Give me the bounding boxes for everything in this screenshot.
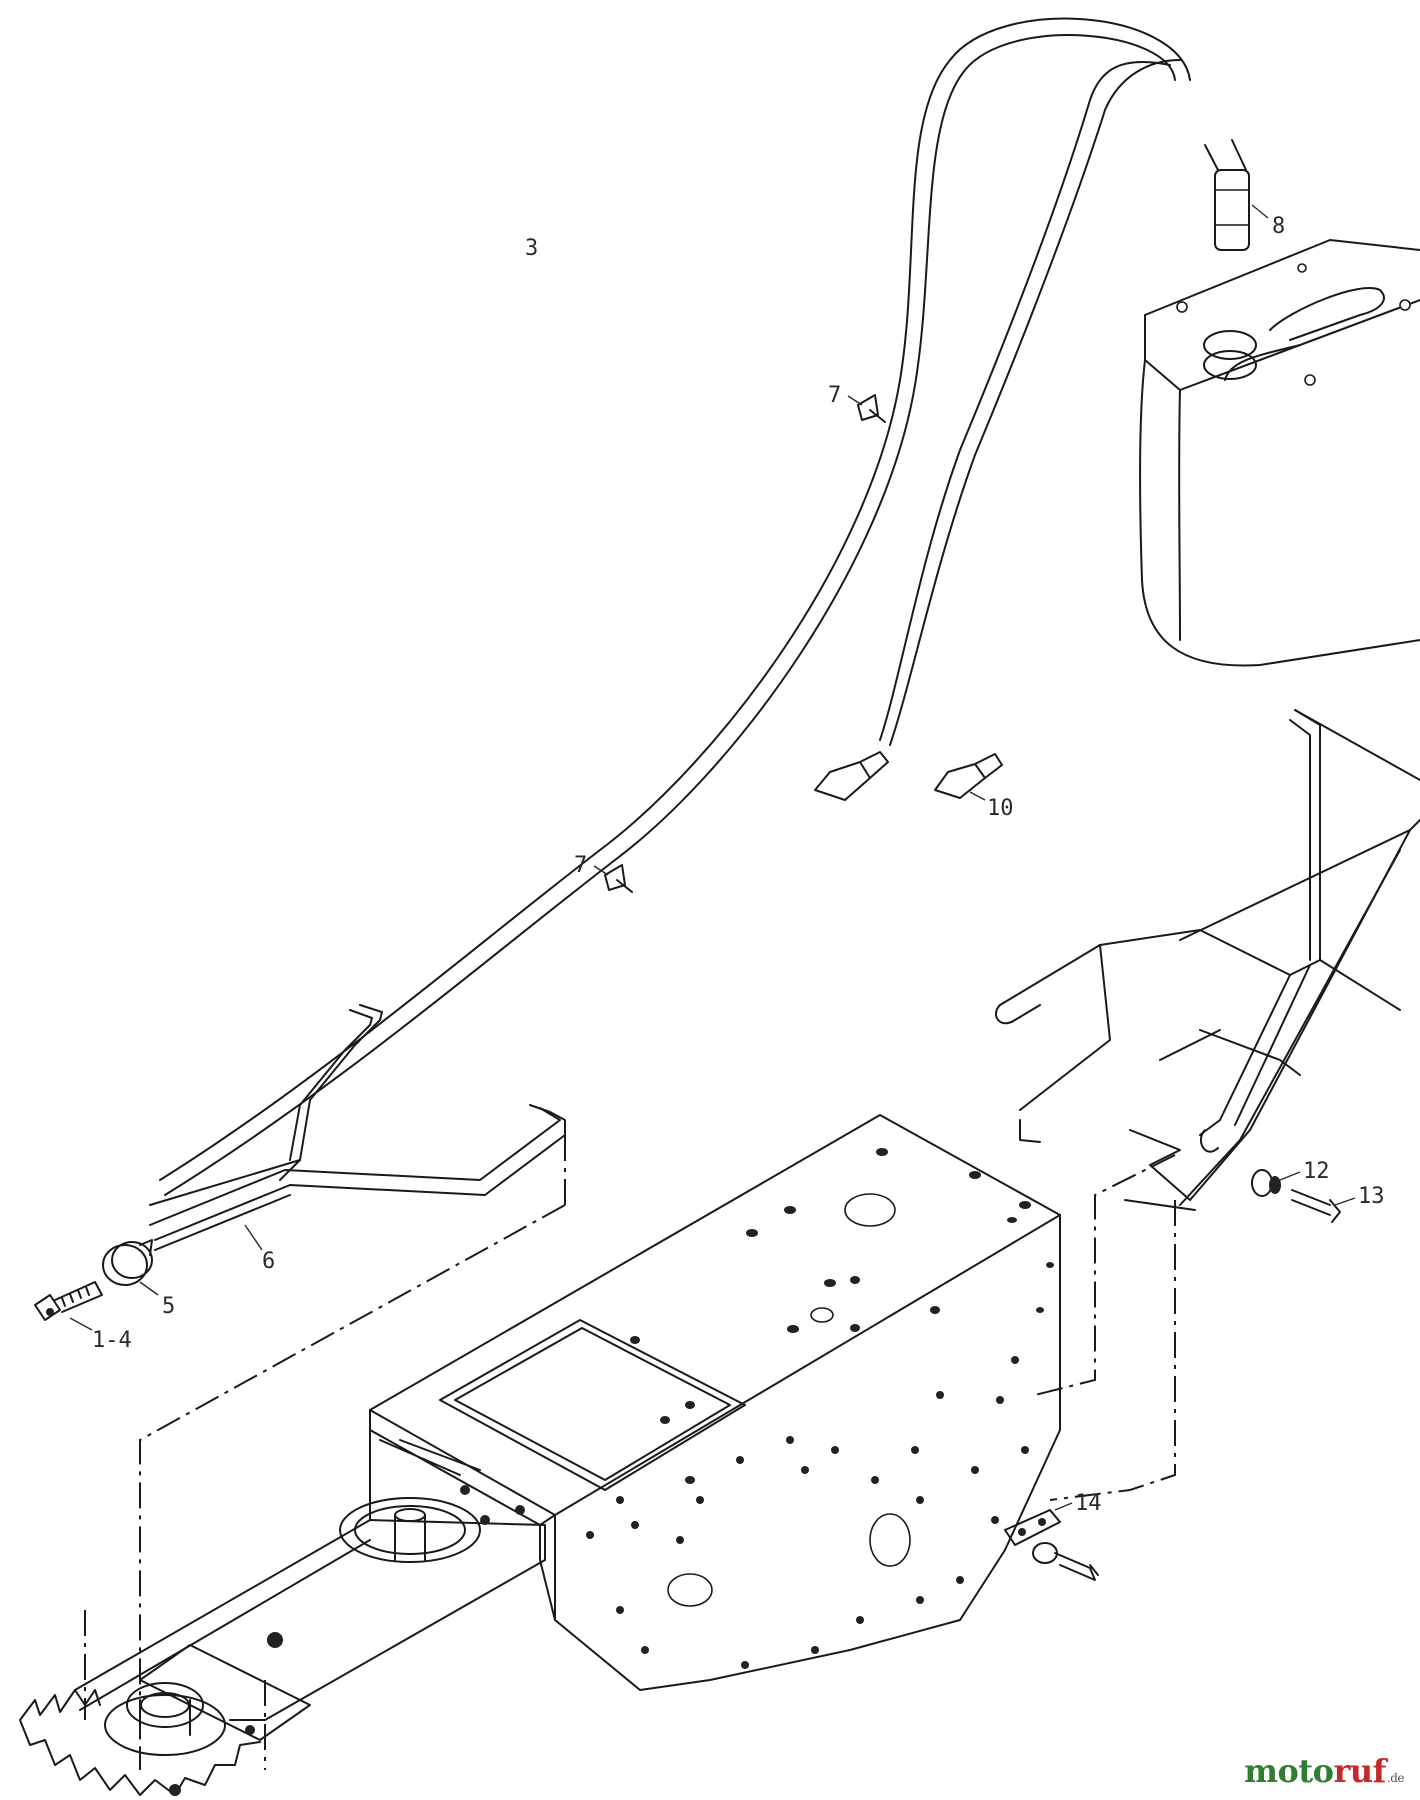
callout-7-upper: 7: [828, 383, 841, 408]
callout-6: 6: [262, 1249, 275, 1274]
callout-3: 3: [525, 236, 538, 261]
fitting-parts-1-4: [34, 1281, 103, 1331]
hose-clip-part-7-upper: [847, 394, 886, 423]
chassis-body: [369, 1114, 1061, 1691]
callout-8: 8: [1272, 214, 1285, 239]
bracket-part-14: [1004, 1502, 1099, 1581]
fuel-tank: [1139, 239, 1420, 667]
callout-12: 12: [1303, 1159, 1330, 1184]
clamp-part-5: [102, 1239, 159, 1296]
callout-14: 14: [1075, 1491, 1102, 1516]
callout-labels: 8 3 7 7 10 6 5 1-4 12 13 14: [92, 214, 1385, 1516]
wire-frame: [995, 709, 1420, 1211]
hose-clip-part-7-lower: [593, 864, 633, 893]
callout-5: 5: [162, 1294, 175, 1319]
handle-rod-part-6: [149, 1004, 566, 1251]
inline-filter-part-8: [1204, 139, 1269, 251]
bolt-part-13: [1291, 1189, 1356, 1223]
assembly-lines: [84, 1135, 1176, 1770]
callout-7-lower: 7: [574, 853, 587, 878]
callout-1-4: 1-4: [92, 1328, 132, 1353]
washer-part-12: [1251, 1169, 1301, 1197]
callout-10: 10: [987, 796, 1014, 821]
cutter-deck: [19, 1429, 546, 1796]
callout-13: 13: [1358, 1184, 1385, 1209]
fuel-hose: [159, 17, 1191, 1196]
motoruf-watermark: motoruf.de: [1244, 1752, 1404, 1790]
nozzle-part-10: [814, 751, 1003, 801]
